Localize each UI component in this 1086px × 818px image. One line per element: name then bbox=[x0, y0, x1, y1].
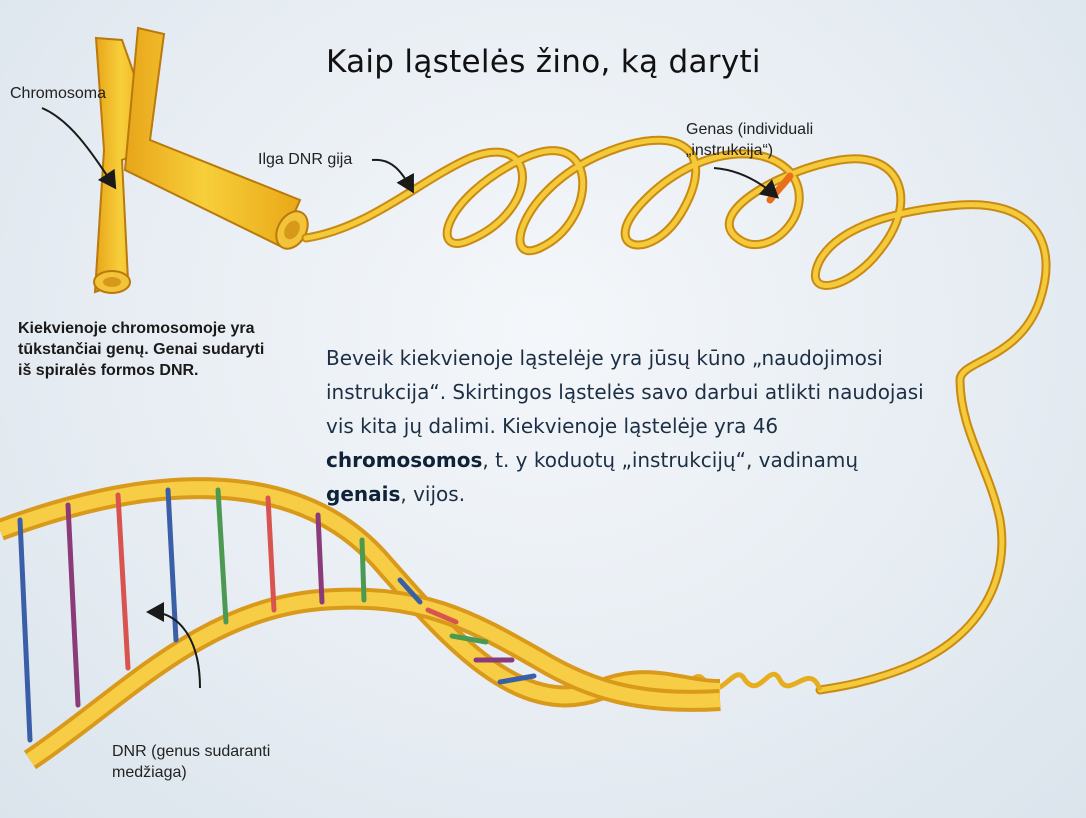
side-note: Kiekvienoje chromosomoje yra tūkstančiai… bbox=[18, 318, 268, 381]
dna-strand-label: Ilga DNR gija bbox=[258, 150, 352, 170]
paragraph-text-3: , vijos. bbox=[400, 482, 465, 506]
gene-label-line1: Genas (individuali bbox=[686, 120, 813, 140]
paragraph-term-genes: genais bbox=[326, 482, 400, 506]
gene-label-line2: „instrukcija“) bbox=[686, 141, 773, 161]
main-paragraph: Beveik kiekvienoje ląstelėje yra jūsų kū… bbox=[326, 341, 926, 511]
paragraph-text-2: , t. y koduotų „instrukcijų“, vadinamų bbox=[482, 448, 858, 472]
paragraph-term-chromosomes: chromosomos bbox=[326, 448, 482, 472]
chromosome-label: Chromosoma bbox=[10, 84, 106, 104]
dna-label-line1: DNR (genus sudaranti bbox=[112, 742, 270, 762]
page-title: Kaip ląstelės žino, ką daryti bbox=[326, 44, 761, 80]
dna-strand-arrow bbox=[372, 160, 412, 190]
dna-label-line2: medžiaga) bbox=[112, 763, 187, 783]
double-helix bbox=[0, 488, 720, 760]
paragraph-text-1: Beveik kiekvienoje ląstelėje yra jūsų kū… bbox=[326, 346, 924, 438]
